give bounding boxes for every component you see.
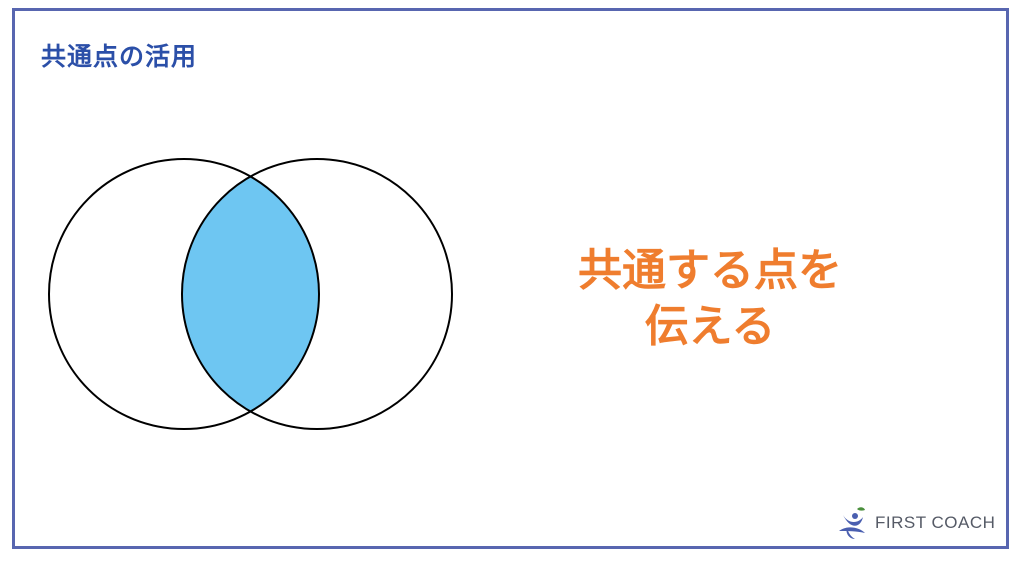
logo-text: FIRST COACH (875, 513, 996, 532)
venn-diagram (48, 158, 453, 430)
key-message-line-1: 共通する点を (578, 245, 842, 296)
slide-frame: 共通点の活用 共通する点を 伝える FIRST COACH (12, 8, 1009, 549)
brand-logo: FIRST COACH (835, 505, 995, 541)
left-circle (48, 158, 320, 430)
slide-title: 共通点の活用 (41, 42, 198, 71)
key-message-line-2: 伝える (644, 301, 776, 352)
right-circle (181, 158, 453, 430)
key-message: 共通する点を 伝える (535, 243, 885, 355)
intersection-area (182, 159, 319, 429)
first-coach-logo-icon (839, 507, 865, 539)
